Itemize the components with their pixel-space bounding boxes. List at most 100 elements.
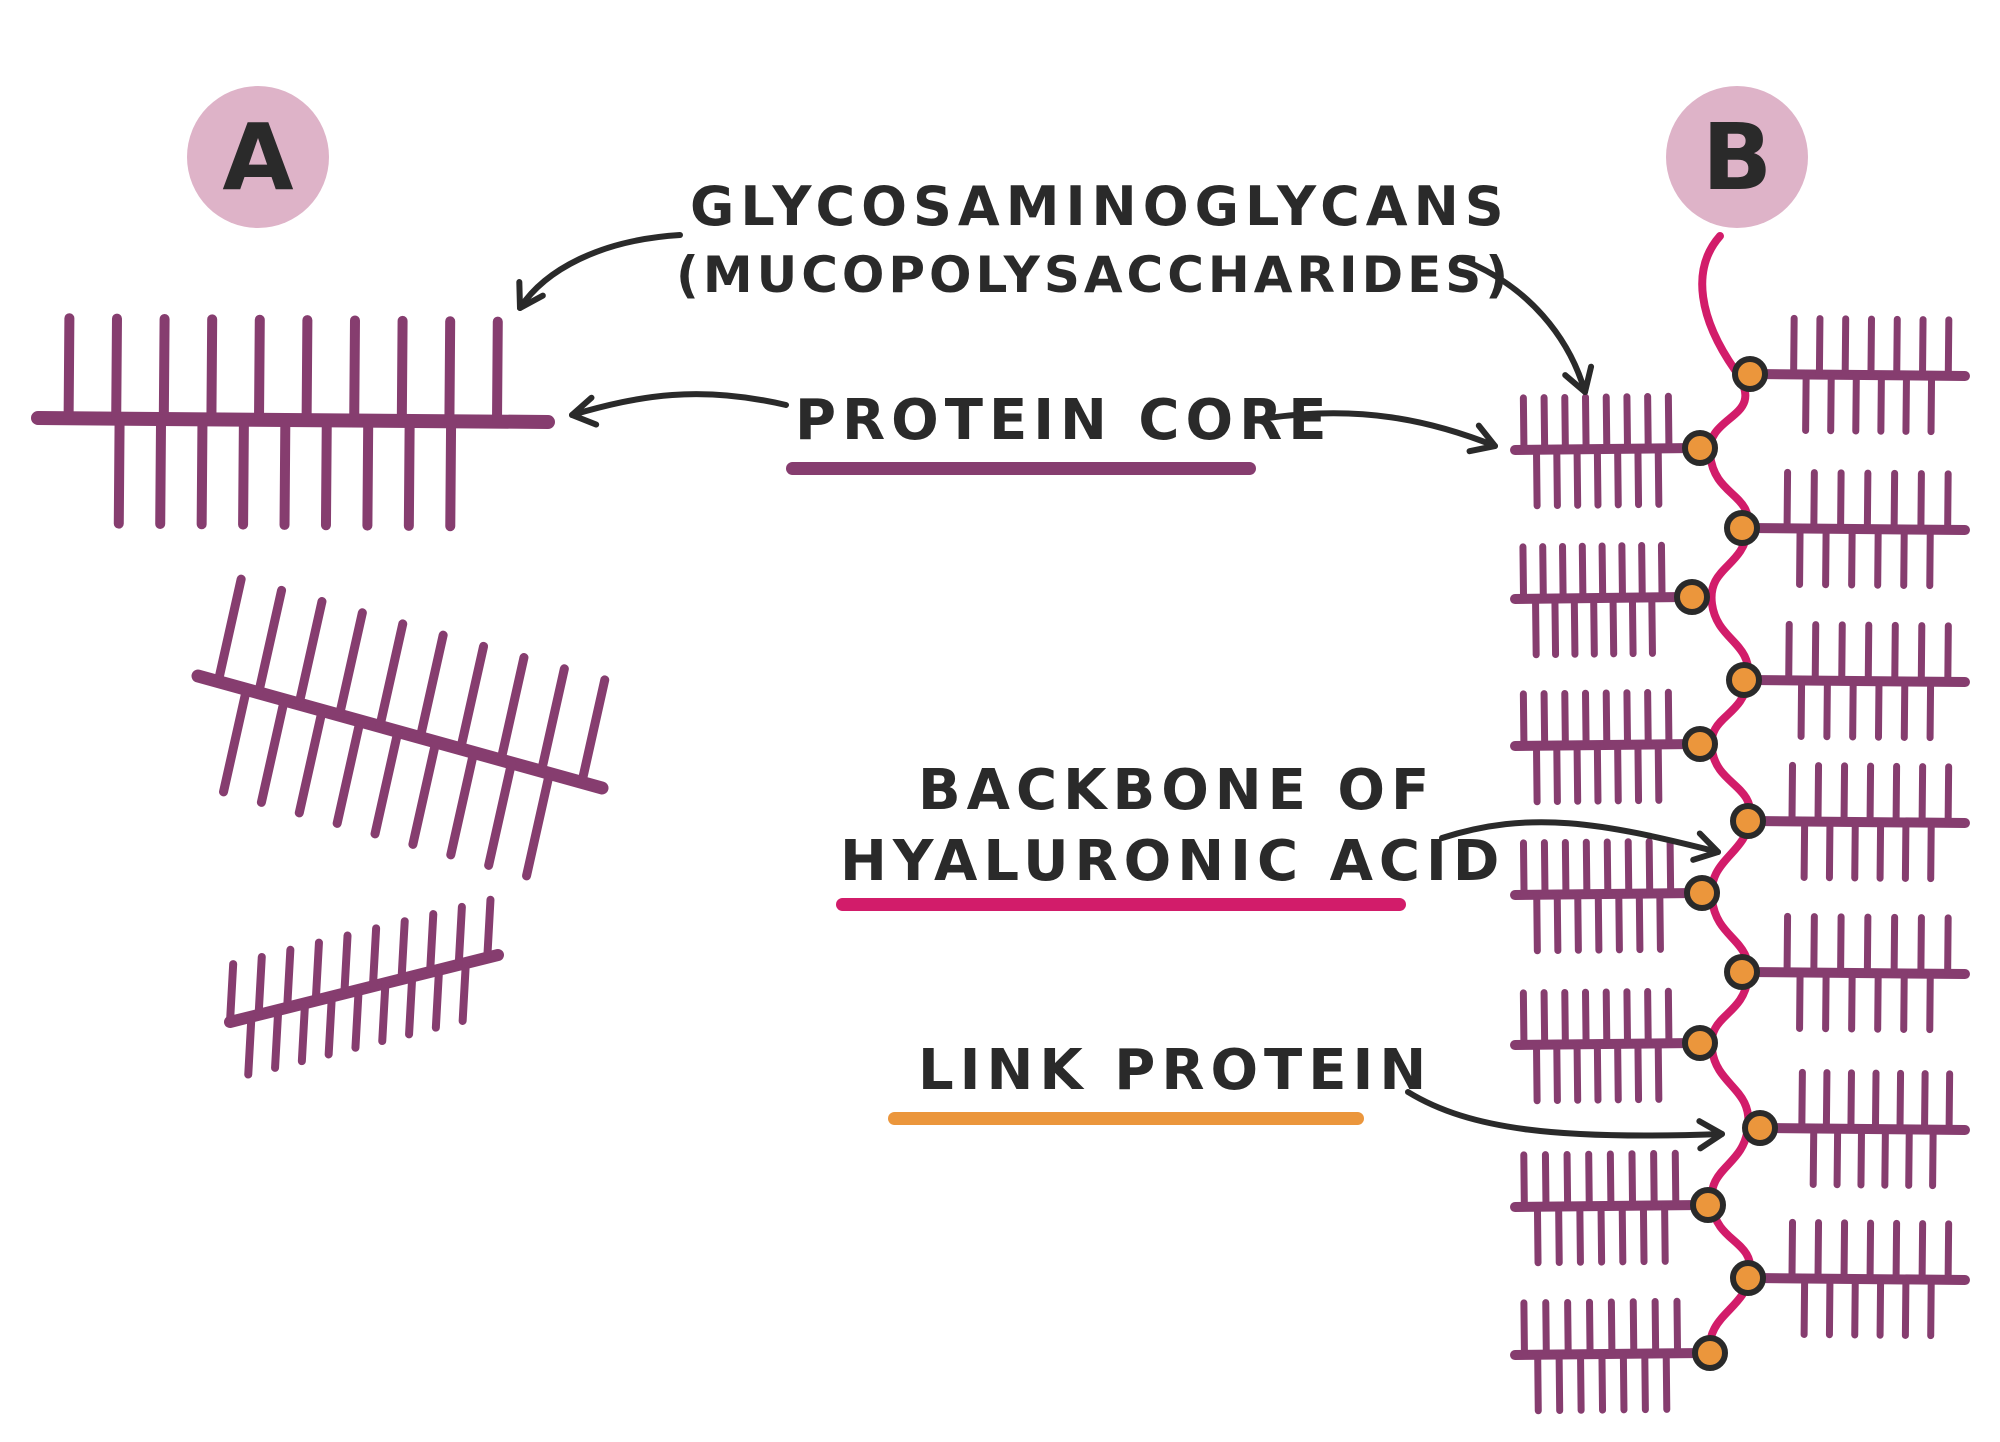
gag-chain <box>1553 891 1562 955</box>
gag-chain <box>1852 371 1860 435</box>
link-protein <box>1732 356 1768 392</box>
gag-chain <box>1606 1150 1615 1210</box>
gag-chain <box>1788 761 1797 825</box>
panel-a-proteoglycans <box>31 313 610 1079</box>
gag-chain <box>1874 677 1883 741</box>
gag-chain <box>238 414 249 530</box>
gag-chain <box>1654 740 1663 804</box>
gag-chain <box>1825 818 1834 882</box>
proteoglycan-right <box>1749 761 1970 883</box>
arrowhead-icon <box>1690 830 1721 863</box>
gag-chain <box>1851 818 1859 882</box>
gag-chain <box>408 737 441 849</box>
link-protein <box>1730 1260 1766 1296</box>
gag-chain <box>254 952 266 1019</box>
proteoglycan-right <box>1761 1068 1970 1190</box>
proteoglycan-left <box>1510 837 1701 955</box>
gag-chain <box>1800 817 1809 881</box>
gag-chain <box>415 630 448 743</box>
gag-chain <box>1944 1220 1953 1284</box>
gag-chain <box>1563 1150 1572 1210</box>
gag-chain <box>1532 595 1540 659</box>
gag-chain <box>405 972 417 1039</box>
label-backbone-line2: HYALURONIC ACID <box>840 829 1506 894</box>
gag-chain <box>1863 913 1872 977</box>
gag-chain <box>1615 890 1623 954</box>
gag-chain <box>1661 1201 1669 1265</box>
gag-chain <box>1827 371 1835 435</box>
link-protein <box>1692 1335 1728 1371</box>
gag-chain <box>1822 1069 1831 1133</box>
gag-chain <box>454 902 466 969</box>
gag-chain <box>1519 394 1528 454</box>
gag-chain <box>349 315 360 426</box>
gag-chain <box>324 992 336 1059</box>
gag-chain <box>1848 969 1856 1033</box>
gag-chain <box>1639 1202 1648 1266</box>
gag-chain <box>1609 594 1618 658</box>
gag-chain <box>1848 525 1856 589</box>
proteoglycan-large <box>31 313 555 532</box>
gag-chain <box>1926 678 1935 742</box>
gag-chain <box>1619 1350 1628 1414</box>
gag-chain <box>1796 524 1804 588</box>
gag-chain <box>1847 1069 1855 1133</box>
gag-chain <box>1664 688 1673 748</box>
proteoglycan-medium <box>191 574 610 881</box>
gag-chain <box>577 675 610 787</box>
gag-chain <box>1798 1068 1806 1132</box>
gag-chain <box>1618 1202 1627 1266</box>
arrowhead-icon <box>1466 422 1498 455</box>
gag-chain <box>1814 1219 1823 1283</box>
link-protein <box>1674 579 1710 615</box>
gag-chain <box>113 413 125 529</box>
gag-chain <box>1555 1203 1563 1267</box>
gag-chain <box>1648 593 1656 657</box>
gag-chain <box>1553 446 1561 510</box>
proteoglycan-right <box>1749 1218 1970 1340</box>
gag-chain <box>1559 542 1567 602</box>
gag-chain <box>1628 594 1637 658</box>
gag-chain <box>1840 1219 1849 1283</box>
gag-chain <box>111 313 122 424</box>
panel-b-aggregate <box>1510 232 1970 1415</box>
arrows <box>516 232 1725 1152</box>
gag-chain <box>1797 676 1806 740</box>
gag-chain <box>1623 689 1632 749</box>
gag-chain <box>1673 1297 1682 1357</box>
gag-chain <box>1944 763 1953 827</box>
gag-chain <box>283 945 295 1012</box>
gag-chain <box>1892 1219 1901 1283</box>
gag-chain <box>1570 594 1579 658</box>
gag-chain <box>1533 891 1541 955</box>
gag-chain <box>1638 542 1646 602</box>
hyaluronic-acid-underline <box>836 898 1406 911</box>
gag-chain <box>1822 969 1830 1033</box>
proteoglycan-right <box>1751 314 1970 436</box>
gag-chain <box>446 747 479 860</box>
gag-chain <box>254 585 287 698</box>
gag-chain <box>1614 1040 1622 1104</box>
gag-chain <box>1519 690 1528 750</box>
gag-chain <box>1877 371 1885 435</box>
link-protein <box>1742 1110 1778 1146</box>
gag-chain <box>1926 970 1934 1034</box>
gag-chain <box>1881 1125 1889 1189</box>
arrow-core-to-b <box>1265 410 1498 455</box>
gag-chain <box>1927 1276 1935 1340</box>
gag-chain <box>431 965 444 1032</box>
gag-chain <box>1929 1126 1937 1190</box>
gag-chain <box>1917 470 1925 534</box>
gag-chain <box>1851 1275 1859 1339</box>
gag-chain <box>1532 446 1541 510</box>
gag-chain <box>1540 394 1549 454</box>
gag-chain <box>1650 1150 1658 1210</box>
gag-chain <box>1810 913 1818 977</box>
gag-chain <box>1841 315 1850 379</box>
label-protein-core: PROTEIN CORE <box>795 388 1333 453</box>
gag-chain <box>1634 741 1643 805</box>
gag-chain <box>1815 315 1824 379</box>
gag-chain <box>1654 444 1663 508</box>
gag-chain <box>294 597 327 709</box>
